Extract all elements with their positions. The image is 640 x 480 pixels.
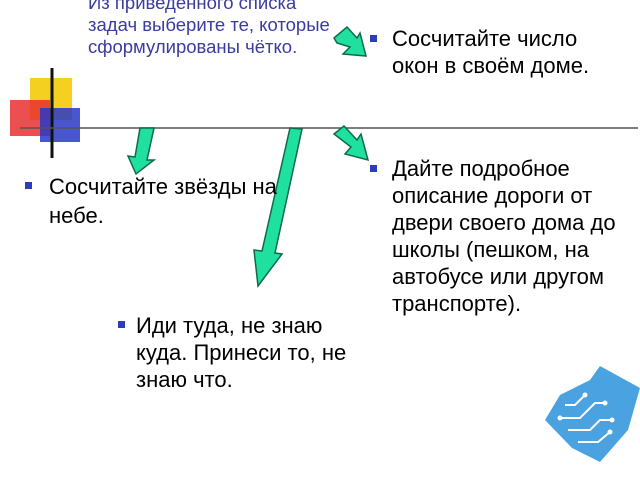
slide-title: Из приведенного списка задач выберите те… [88,0,330,57]
decor-blue-square [40,108,80,142]
bullet-describe-route: Дайте подробное описание дороги от двери… [370,155,630,317]
bullet-text: Иди туда, не знаю куда. Принеси то, не з… [136,313,347,392]
corner-decoration [10,68,80,158]
bullet-text: Сосчитайте звёзды на небе. [49,174,277,228]
bullet-count-windows: Сосчитайте число окон в своём доме. [370,25,610,79]
arrow-icon [126,127,157,176]
arrow-icon [253,127,303,288]
watermark-logo [545,366,640,462]
arrow-icon [333,25,367,57]
bullet-icon [25,182,32,189]
bullet-count-stars: Сосчитайте звёзды на небе. [25,172,285,230]
bullet-icon [118,321,125,328]
bullet-text: Сосчитайте число окон в своём доме. [392,26,590,78]
arrow-icon [332,124,370,162]
bullet-text: Дайте подробное описание дороги от двери… [392,156,616,316]
bullet-icon [370,35,377,42]
bullet-fairy-tale: Иди туда, не знаю куда. Принеси то, не з… [118,312,348,393]
bullet-icon [370,165,377,172]
